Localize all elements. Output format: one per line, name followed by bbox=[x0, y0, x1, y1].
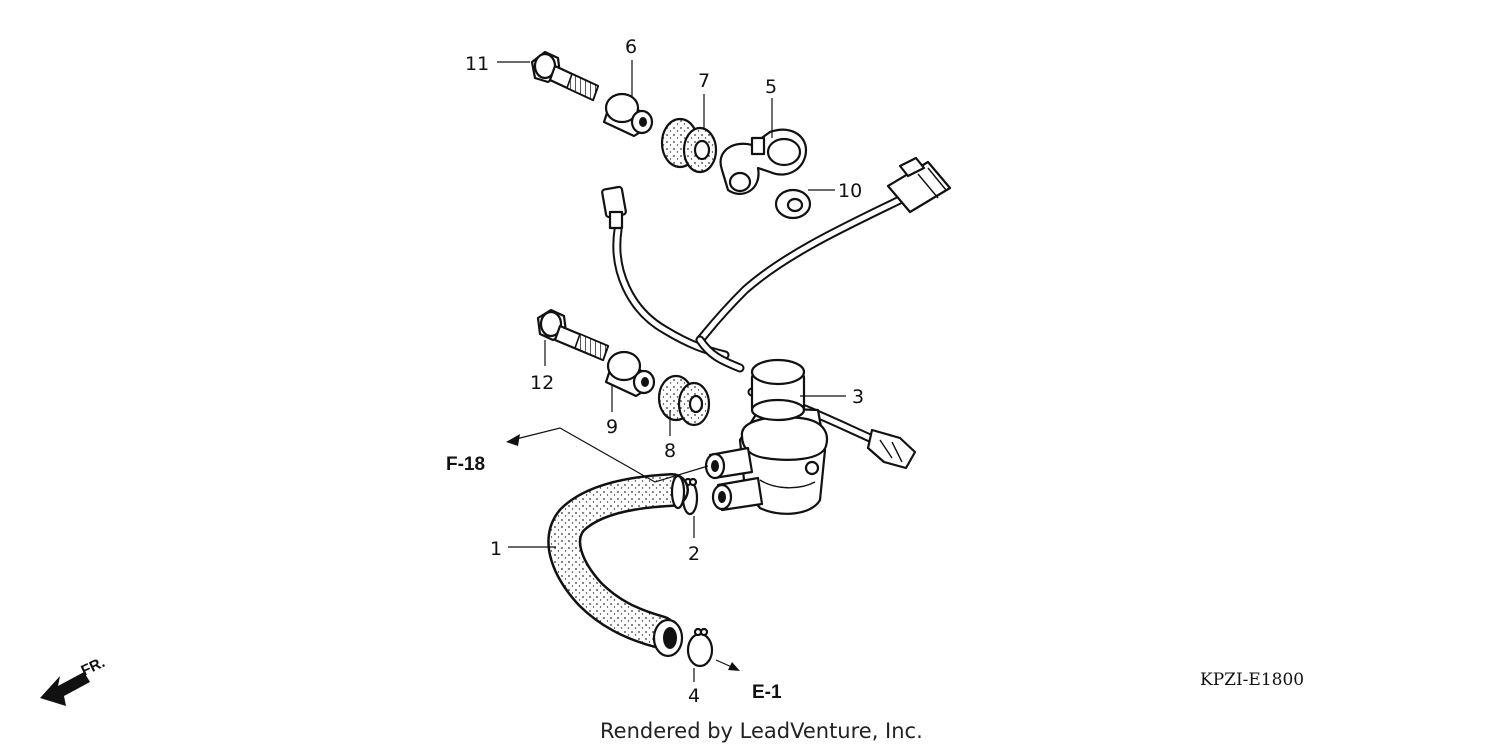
wiring-harness bbox=[612, 187, 921, 443]
grommet-upper[interactable] bbox=[660, 117, 718, 174]
callout-11: 11 bbox=[465, 53, 489, 75]
collar-lower[interactable] bbox=[604, 350, 656, 398]
leader-lines bbox=[497, 60, 846, 682]
front-marker-label: FR. bbox=[79, 654, 108, 680]
credit-text: Rendered by LeadVenture, Inc. bbox=[600, 719, 923, 743]
callout-4: 4 bbox=[688, 685, 700, 707]
grommet-lower[interactable] bbox=[657, 374, 711, 427]
air-hose[interactable] bbox=[547, 473, 689, 658]
control-valve[interactable] bbox=[704, 358, 829, 515]
callout-9: 9 bbox=[606, 416, 618, 438]
reference-f18[interactable]: F-18 bbox=[446, 454, 485, 475]
bolt-upper[interactable] bbox=[530, 50, 600, 102]
callout-7: 7 bbox=[698, 70, 710, 92]
diagram-code: KPZI-E1800 bbox=[1200, 670, 1304, 690]
callout-6: 6 bbox=[625, 36, 637, 58]
callout-3: 3 bbox=[852, 386, 864, 408]
front-arrow-icon bbox=[40, 672, 90, 706]
collar-upper[interactable] bbox=[602, 92, 654, 138]
callout-10: 10 bbox=[838, 180, 862, 202]
callout-5: 5 bbox=[765, 76, 777, 98]
bolt-lower[interactable] bbox=[536, 308, 610, 362]
ring-terminal[interactable] bbox=[601, 185, 627, 230]
clip-lower[interactable] bbox=[686, 627, 714, 668]
callout-2: 2 bbox=[688, 543, 700, 565]
callout-1: 1 bbox=[490, 538, 502, 560]
connector-lower[interactable] bbox=[866, 428, 917, 470]
callout-8: 8 bbox=[664, 440, 676, 462]
clamp-bracket[interactable] bbox=[719, 128, 808, 195]
reference-e1[interactable]: E-1 bbox=[752, 682, 782, 703]
callout-12: 12 bbox=[530, 372, 554, 394]
washer[interactable] bbox=[774, 188, 812, 220]
connector-upper[interactable] bbox=[886, 156, 952, 214]
